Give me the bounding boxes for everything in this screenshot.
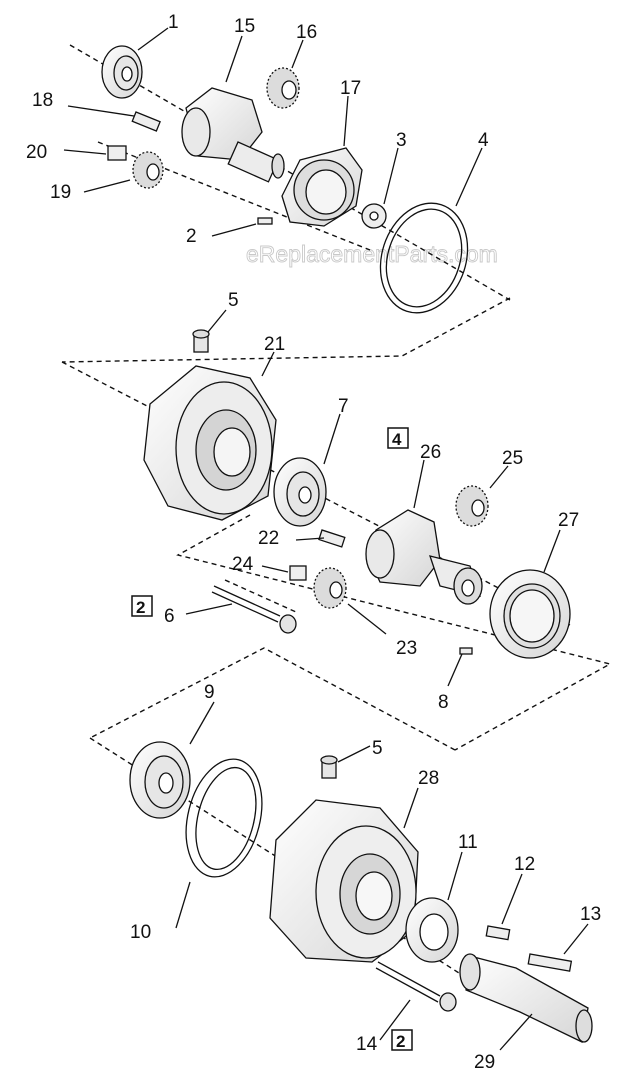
note-box-4: 4 — [387, 427, 409, 449]
bushing-part-24 — [289, 565, 307, 581]
callout-15: 15 — [234, 16, 255, 37]
plug-part-5-upper — [192, 329, 210, 353]
bolt-part-6 — [211, 585, 297, 634]
planet-gear-part-16 — [266, 67, 300, 109]
callout-14: 14 — [356, 1034, 378, 1055]
svg-text:2: 2 — [396, 1032, 405, 1051]
seal-part-11 — [405, 897, 459, 963]
callout-24: 24 — [232, 554, 254, 575]
callout-21: 21 — [264, 334, 285, 355]
gasket-part-4 — [379, 202, 469, 314]
output-shaft-part-29 — [459, 953, 593, 1043]
housing-part-28 — [269, 799, 419, 963]
planet-gear-part-25 — [455, 485, 489, 527]
carrier-part-15 — [181, 87, 285, 183]
callout-23: 23 — [396, 638, 417, 659]
washer-part-3 — [361, 203, 387, 229]
note-box-2-bolt-14: 2 — [391, 1029, 413, 1051]
callout-1: 1 — [168, 12, 179, 33]
housing-part-21 — [143, 365, 277, 521]
ring-gear-part-17 — [281, 147, 363, 227]
callout-5-lower: 5 — [372, 738, 383, 759]
callout-5-upper: 5 — [228, 290, 239, 311]
note-box-2-bolt-6: 2 — [131, 595, 153, 617]
svg-text:2: 2 — [136, 598, 145, 617]
callout-28: 28 — [418, 768, 439, 789]
key-part-13 — [527, 953, 573, 972]
pin-part-22 — [318, 529, 346, 548]
callout-6: 6 — [164, 606, 175, 627]
callout-19: 19 — [50, 182, 71, 203]
key-part-12 — [485, 925, 511, 941]
callout-11: 11 — [458, 832, 478, 853]
leader-lines — [63, 27, 589, 1051]
callout-3: 3 — [396, 130, 407, 151]
callout-9: 9 — [204, 682, 215, 703]
callout-27: 27 — [558, 510, 579, 531]
callout-29: 29 — [474, 1052, 495, 1073]
bearing-part-1 — [101, 45, 143, 99]
plug-part-5-lower — [320, 755, 338, 779]
callout-12: 12 — [514, 854, 535, 875]
bearing-part-7 — [273, 457, 327, 527]
planet-gear-part-23 — [313, 567, 347, 609]
watermark-text: eReplacementParts.com — [246, 241, 498, 267]
callout-2: 2 — [186, 226, 197, 247]
pin-part-8 — [459, 647, 473, 655]
callout-26: 26 — [420, 442, 441, 463]
ring-gear-part-27 — [489, 569, 571, 659]
callout-13: 13 — [580, 904, 601, 925]
callout-8: 8 — [438, 692, 449, 713]
bolt-part-14 — [375, 961, 457, 1012]
callout-4: 4 — [478, 130, 489, 151]
callout-18: 18 — [32, 90, 53, 111]
callout-22: 22 — [258, 528, 279, 549]
pin-part-18 — [131, 111, 161, 132]
carrier-part-26 — [365, 509, 483, 605]
gasket-part-10 — [185, 758, 263, 878]
bearing-part-9 — [129, 741, 191, 819]
planet-gear-part-19 — [132, 151, 164, 189]
callout-7: 7 — [338, 396, 349, 417]
callout-17: 17 — [340, 78, 361, 99]
callout-labels: 1 15 16 18 17 3 4 20 19 2 5 21 7 26 25 2… — [26, 12, 601, 1073]
callout-16: 16 — [296, 22, 317, 43]
pin-part-2 — [257, 217, 273, 225]
bushing-part-20 — [107, 145, 127, 161]
callout-25: 25 — [502, 448, 523, 469]
callout-10: 10 — [130, 922, 151, 943]
callout-20: 20 — [26, 142, 47, 163]
svg-text:4: 4 — [392, 430, 402, 449]
